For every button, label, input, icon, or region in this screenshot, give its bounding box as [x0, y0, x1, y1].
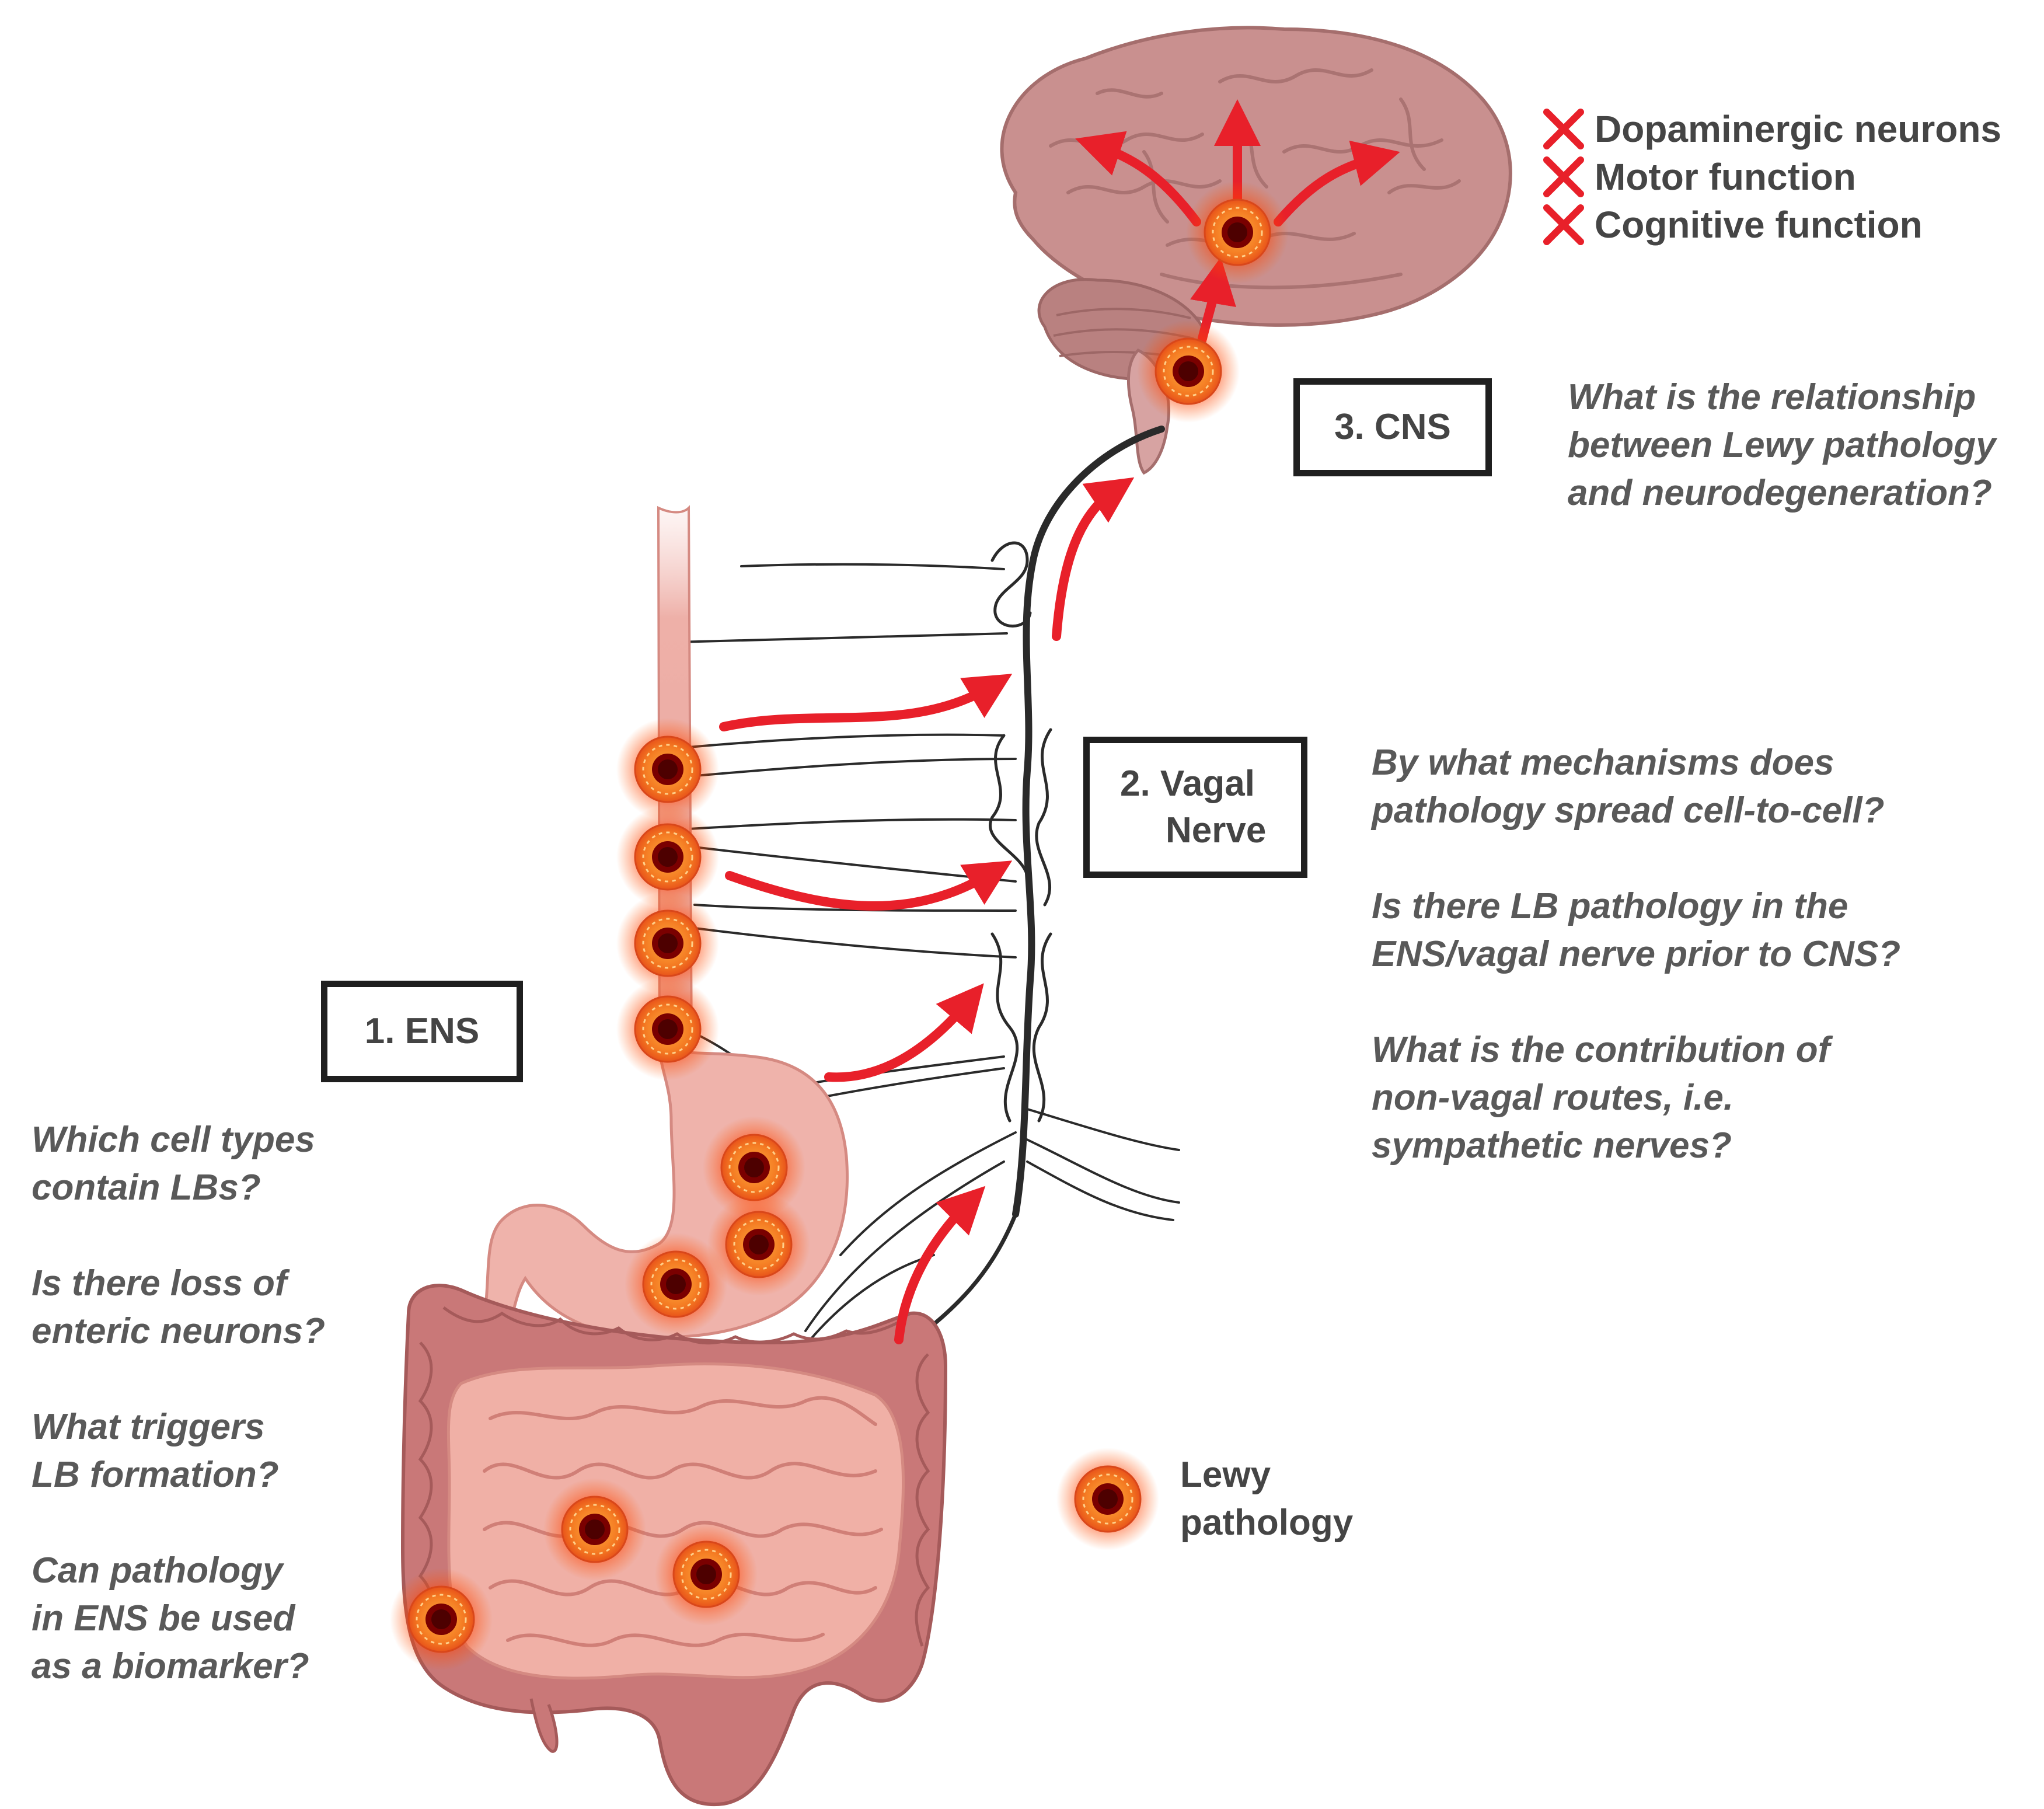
brain [1000, 26, 1512, 475]
question-line: as a biomarker? [32, 1646, 309, 1686]
vagal-question: By what mechanisms does pathology spread… [1372, 739, 1884, 835]
x-mark-icon [1543, 204, 1584, 245]
question-line: By what mechanisms does [1372, 743, 1834, 783]
question-line: sympathetic nerves? [1372, 1125, 1732, 1166]
question-line: What is the contribution of [1372, 1030, 1830, 1070]
question-line: non-vagal routes, i.e. [1372, 1078, 1734, 1118]
question-line: Is there LB pathology in the [1372, 886, 1848, 926]
question-line: in ENS be used [32, 1598, 295, 1639]
effect-item: Cognitive function [1541, 201, 2001, 249]
question-line: LB formation? [32, 1455, 279, 1495]
legend: Lewy pathology [1056, 1448, 1353, 1550]
cns-effects-list: Dopaminergic neurons Motor function Cogn… [1541, 105, 2001, 249]
question-line: pathology spread cell-to-cell? [1372, 790, 1885, 831]
x-mark-icon [1543, 156, 1584, 197]
cns-stage-box: 3. CNS [1293, 378, 1492, 476]
question-line: enteric neurons? [32, 1311, 325, 1351]
effect-label: Dopaminergic neurons [1595, 108, 2001, 150]
vagal-question: Is there LB pathology in the ENS/vagal n… [1372, 883, 1900, 978]
question-line: between Lewy pathology [1568, 425, 1996, 465]
ens-question: Is there loss of enteric neurons? [32, 1260, 325, 1355]
ens-stage-box: 1. ENS [321, 981, 523, 1082]
vagal-stage-label-line1: 2. Vagal [1120, 764, 1255, 804]
legend-label: Lewy pathology [1180, 1451, 1353, 1547]
cns-question: What is the relationship between Lewy pa… [1568, 374, 1996, 517]
ens-question: What triggers LB formation? [32, 1403, 279, 1499]
effect-item: Motor function [1541, 153, 2001, 201]
question-line: Which cell types [32, 1120, 315, 1160]
spread-arrows [719, 477, 1135, 1344]
x-mark-icon [1543, 109, 1584, 149]
question-line: Is there loss of [32, 1263, 287, 1303]
vagal-stage-box: 2. Vagal Nerve [1083, 737, 1307, 878]
lewy-body-icon [1056, 1448, 1159, 1550]
effect-label: Cognitive function [1595, 204, 1923, 246]
effect-label: Motor function [1595, 156, 1856, 198]
question-line: and neurodegeneration? [1568, 473, 1992, 513]
ens-question: Can pathology in ENS be used as a biomar… [32, 1547, 309, 1691]
question-line: What is the relationship [1568, 377, 1976, 417]
vagal-question: What is the contribution of non-vagal ro… [1372, 1026, 1830, 1170]
legend-label-line1: Lewy [1180, 1455, 1271, 1495]
question-line: contain LBs? [32, 1167, 261, 1208]
cns-stage-label: 3. CNS [1334, 407, 1451, 447]
question-line: Can pathology [32, 1550, 283, 1591]
question-line: What triggers [32, 1407, 265, 1447]
effect-item: Dopaminergic neurons [1541, 105, 2001, 153]
vagal-stage-label-line2: Nerve [1166, 810, 1267, 851]
legend-label-line2: pathology [1180, 1503, 1354, 1543]
question-line: ENS/vagal nerve prior to CNS? [1372, 934, 1901, 974]
ens-stage-label: 1. ENS [364, 1011, 480, 1051]
ens-question: Which cell types contain LBs? [32, 1116, 315, 1212]
